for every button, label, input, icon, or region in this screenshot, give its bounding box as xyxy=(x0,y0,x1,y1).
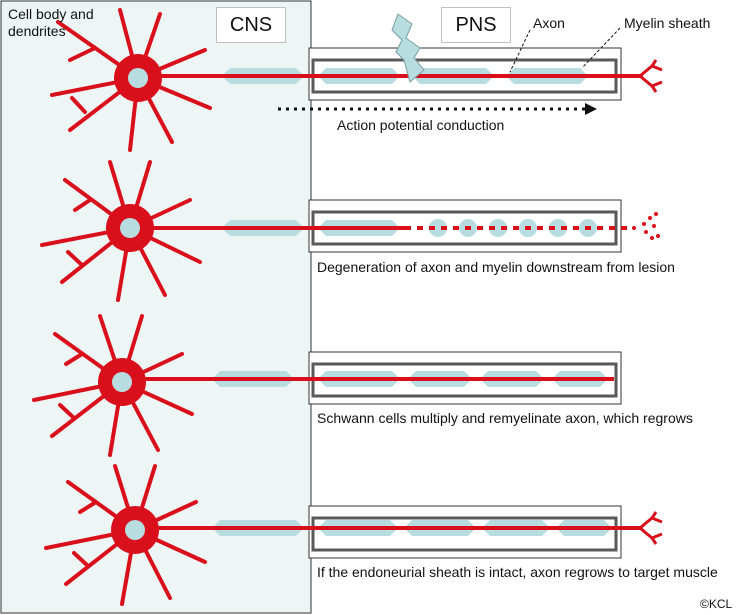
copyright-credit: ©KCL xyxy=(700,597,733,611)
myelin-sheath-label: Myelin sheath xyxy=(624,15,711,31)
pns-label: PNS xyxy=(441,7,511,43)
panel-2-degeneration xyxy=(40,160,660,302)
axon-label: Axon xyxy=(533,15,565,31)
lesion-icon xyxy=(391,13,425,83)
arrowhead xyxy=(585,103,597,115)
degenerating-terminal xyxy=(632,212,660,240)
cell-body-label: Cell body and dendrites xyxy=(8,6,94,39)
myelin-debris xyxy=(429,219,597,237)
nucleus xyxy=(112,372,132,392)
panel-4-regrowth xyxy=(44,464,663,606)
axon-terminal xyxy=(639,511,663,545)
leader-lines xyxy=(509,27,621,73)
endoneurial-inner-tube xyxy=(311,516,618,552)
nucleus xyxy=(120,218,140,238)
nucleus xyxy=(125,520,145,540)
panel-1-intact-neuron xyxy=(50,8,663,152)
panel-2-caption: Degeneration of axon and myelin downstre… xyxy=(317,259,675,275)
cns-region xyxy=(0,0,312,614)
cns-label: CNS xyxy=(216,7,286,43)
axon-terminal xyxy=(639,59,663,93)
panel-3-remyelination xyxy=(32,314,622,457)
nucleus xyxy=(128,68,148,88)
myelin-segments xyxy=(212,520,612,536)
action-potential-label: Action potential conduction xyxy=(337,117,505,133)
panel-3-caption: Schwann cells multiply and remyelinate a… xyxy=(317,410,693,426)
panel-4-caption: If the endoneurial sheath is intact, axo… xyxy=(317,564,718,580)
